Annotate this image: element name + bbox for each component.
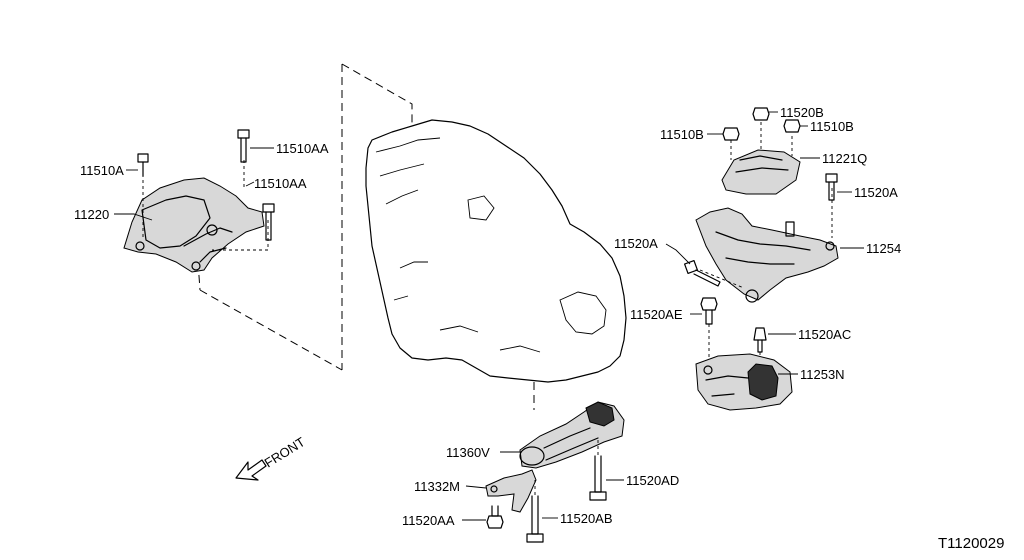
insulator-11221Q bbox=[721, 122, 801, 195]
part-label-11253N: 11253N bbox=[800, 367, 845, 382]
part-label-11520A-left: 11520A bbox=[614, 236, 658, 251]
nut-11510B-right bbox=[783, 119, 801, 133]
leader-lines bbox=[114, 111, 864, 521]
torque-rod-11360V bbox=[519, 401, 625, 469]
bolt-11510AA-mid bbox=[262, 203, 275, 241]
front-direction-arrow bbox=[235, 459, 267, 481]
bolt-11510A-left bbox=[137, 153, 149, 177]
part-label-11510B-left: 11510B bbox=[660, 127, 704, 142]
part-label-11520AB: 11520AB bbox=[560, 511, 613, 526]
part-label-11510A-left: 11510A bbox=[80, 163, 124, 178]
part-label-11510B-right: 11510B bbox=[810, 119, 854, 134]
bolt-11510AA-top bbox=[237, 129, 250, 163]
nut-11520B bbox=[752, 107, 770, 121]
part-label-11510AA-mid: 11510AA bbox=[254, 176, 307, 191]
bolt-11520AB bbox=[526, 480, 544, 543]
part-label-11221Q: 11221Q bbox=[822, 151, 867, 166]
nut-11510B-left bbox=[722, 127, 740, 141]
bolt-11520AD bbox=[589, 440, 607, 501]
part-label-11520A-right: 11520A bbox=[854, 185, 898, 200]
bracket-11254 bbox=[695, 188, 839, 303]
bolt-11520AE bbox=[700, 297, 718, 360]
part-label-11360V: 11360V bbox=[446, 445, 490, 460]
part-label-11520B: 11520B bbox=[780, 105, 824, 120]
part-label-11520AE: 11520AE bbox=[630, 307, 683, 322]
bracket-11253N bbox=[695, 353, 793, 411]
part-label-11520AD: 11520AD bbox=[626, 473, 679, 488]
engine-block-outline bbox=[365, 119, 627, 383]
projection-lines bbox=[197, 63, 535, 410]
part-label-11220: 11220 bbox=[74, 207, 109, 222]
bolt-11520AA-bottom bbox=[486, 505, 504, 529]
diagram-code: T1120029 bbox=[938, 535, 1004, 552]
part-label-11510AA-top: 11510AA bbox=[276, 141, 329, 156]
part-label-11520AC: 11520AC bbox=[798, 327, 851, 342]
bolt-11520A-right bbox=[825, 173, 838, 201]
part-label-11254: 11254 bbox=[866, 241, 901, 256]
bolt-11520A-left bbox=[683, 259, 721, 287]
engine-mount-right-11220 bbox=[123, 160, 269, 273]
part-label-11332M: 11332M bbox=[414, 479, 460, 494]
part-label-11520AA-bottom: 11520AA bbox=[402, 513, 455, 528]
bracket-11332M bbox=[485, 469, 537, 513]
front-label: FRONT bbox=[262, 434, 308, 470]
